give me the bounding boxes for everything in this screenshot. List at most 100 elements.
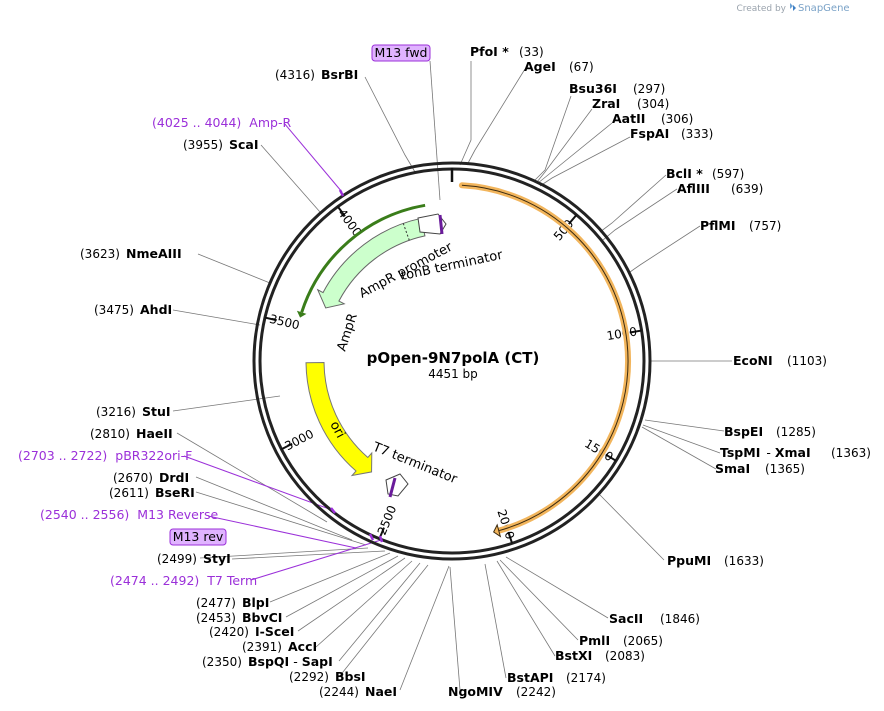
svg-text:(2499): (2499) bbox=[157, 552, 197, 566]
site-zrai[interactable]: ZraI (304) bbox=[592, 96, 669, 111]
site-nmeaiii[interactable]: (3623) NmeAIII bbox=[80, 246, 182, 261]
site-acci[interactable]: (2391) AccI bbox=[242, 639, 317, 654]
svg-text:ZraI: ZraI bbox=[592, 96, 620, 111]
svg-text:EcoNI: EcoNI bbox=[733, 353, 773, 368]
site-bstxi[interactable]: BstXI (2083) bbox=[555, 648, 645, 663]
site-smai[interactable]: SmaI (1365) bbox=[715, 461, 805, 476]
backbone-outer-ring bbox=[252, 161, 652, 561]
site-tspmi[interactable]: TspMI-XmaI (1363) bbox=[720, 445, 871, 460]
site-scai[interactable]: (3955) ScaI bbox=[183, 137, 259, 152]
tick-label: 3000 bbox=[282, 427, 316, 453]
ampr-feature-arrow bbox=[316, 217, 426, 309]
ampr-label: AmpR bbox=[335, 312, 361, 354]
site-bsu36i[interactable]: Bsu36I (297) bbox=[569, 81, 665, 96]
site-bcli[interactable]: BclI * (597) bbox=[666, 166, 744, 181]
site-bspei[interactable]: BspEI (1285) bbox=[724, 424, 816, 439]
svg-text:NmeAIII: NmeAIII bbox=[126, 246, 182, 261]
site-bstapi[interactable]: BstAPI (2174) bbox=[507, 670, 606, 685]
svg-text:(2350): (2350) bbox=[202, 655, 242, 669]
tick-label: 3500 bbox=[268, 312, 301, 333]
svg-text:(1285): (1285) bbox=[776, 425, 816, 439]
tonb-terminator-glyph bbox=[417, 213, 447, 235]
feature-pbr322ori-f[interactable]: (2703 .. 2722)pBR322ori-F bbox=[18, 448, 192, 463]
green-feature-arc bbox=[300, 203, 426, 313]
feature-ampr-primer[interactable]: (4025 .. 4044)Amp-R bbox=[152, 115, 291, 130]
svg-text:PpuMI: PpuMI bbox=[667, 553, 711, 568]
svg-text:(2453): (2453) bbox=[196, 611, 236, 625]
svg-text:(1103): (1103) bbox=[787, 354, 827, 368]
site-agei[interactable]: AgeI (67) bbox=[524, 59, 594, 74]
site-ahdi[interactable]: (3475) AhdI bbox=[94, 302, 172, 317]
svg-text:SacII: SacII bbox=[609, 611, 643, 626]
site-bbvci[interactable]: (2453) BbvCI bbox=[196, 610, 282, 625]
site-naei[interactable]: (2244) NaeI bbox=[319, 684, 397, 699]
site-pflmi[interactable]: PflMI (757) bbox=[700, 218, 781, 233]
svg-text:BseRI: BseRI bbox=[155, 485, 195, 500]
svg-text:AhdI: AhdI bbox=[140, 302, 172, 317]
svg-text:(297): (297) bbox=[633, 82, 665, 96]
plasmid-size: 4451 bp bbox=[428, 367, 478, 381]
svg-text:(1846): (1846) bbox=[660, 612, 700, 626]
svg-text:(67): (67) bbox=[569, 60, 594, 74]
svg-text:BstXI: BstXI bbox=[555, 648, 592, 663]
m13-fwd-box[interactable]: M13 fwd bbox=[371, 44, 431, 62]
ampr-promoter-divider bbox=[402, 223, 410, 241]
site-stui[interactable]: (3216) StuI bbox=[96, 404, 171, 419]
svg-text:BbsI: BbsI bbox=[335, 669, 366, 684]
credit-brand: SnapGene bbox=[798, 3, 850, 14]
green-feature-arrowhead bbox=[296, 310, 307, 318]
site-econi[interactable]: EcoNI (1103) bbox=[733, 353, 827, 368]
svg-text:HaeII: HaeII bbox=[136, 426, 173, 441]
tick-mark bbox=[281, 442, 293, 451]
svg-text:BbvCI: BbvCI bbox=[242, 610, 282, 625]
site-bbsi[interactable]: (2292) BbsI bbox=[289, 669, 366, 684]
site-styi[interactable]: (2499) StyI bbox=[157, 551, 231, 566]
tick-mark bbox=[264, 316, 277, 322]
svg-text:(1365): (1365) bbox=[765, 462, 805, 476]
svg-text:(757): (757) bbox=[749, 219, 781, 233]
site-pmli[interactable]: PmlI (2065) bbox=[579, 633, 663, 648]
site-sacii[interactable]: SacII (1846) bbox=[609, 611, 700, 626]
site-beseri[interactable]: (2611) BseRI bbox=[109, 485, 195, 500]
site-iscei[interactable]: (2420) I-SceI bbox=[209, 624, 294, 639]
site-aatii[interactable]: AatII (306) bbox=[612, 111, 693, 126]
m13-rev-box[interactable]: M13 rev bbox=[169, 528, 227, 546]
site-pfoi[interactable]: PfoI * (33) bbox=[470, 44, 544, 59]
site-blpi[interactable]: (2477) BlpI bbox=[196, 595, 269, 610]
svg-text:TspMI-XmaI: TspMI-XmaI bbox=[720, 445, 811, 460]
svg-text:(2174): (2174) bbox=[566, 671, 606, 685]
site-ppumi[interactable]: PpuMI (1633) bbox=[667, 553, 764, 568]
site-drdi[interactable]: (2670) DrdI bbox=[113, 470, 189, 485]
feature-t7-term[interactable]: (2474 .. 2492)T7 Term bbox=[110, 573, 257, 588]
svg-text:BlpI: BlpI bbox=[242, 595, 269, 610]
site-leader-lines bbox=[172, 60, 732, 691]
svg-text:(2420): (2420) bbox=[209, 625, 249, 639]
ori-label: ori bbox=[326, 419, 347, 441]
svg-text:BstAPI: BstAPI bbox=[507, 670, 553, 685]
site-ngomiv[interactable]: NgoMIV (2242) bbox=[448, 684, 556, 699]
tick-mark bbox=[337, 206, 346, 217]
site-afliii[interactable]: AflIII (639) bbox=[677, 181, 763, 196]
svg-text:AatII: AatII bbox=[612, 111, 645, 126]
site-fspai[interactable]: FspAI (333) bbox=[630, 126, 713, 141]
svg-text:(3623): (3623) bbox=[80, 247, 120, 261]
site-bspqi[interactable]: (2350) BspQI-SapI bbox=[202, 654, 333, 669]
site-bsrbi[interactable]: (4316) BsrBI bbox=[275, 67, 358, 82]
site-haeii[interactable]: (2810) HaeII bbox=[90, 426, 173, 441]
svg-text:NgoMIV: NgoMIV bbox=[448, 684, 503, 699]
primer-leader-lines bbox=[183, 122, 382, 581]
svg-text:(333): (333) bbox=[681, 127, 713, 141]
svg-text:(1363): (1363) bbox=[831, 446, 871, 460]
svg-text:(2810): (2810) bbox=[90, 427, 130, 441]
svg-text:BspEI: BspEI bbox=[724, 424, 763, 439]
tick-mark bbox=[567, 214, 578, 225]
svg-text:AccI: AccI bbox=[288, 639, 317, 654]
svg-text:SmaI: SmaI bbox=[715, 461, 750, 476]
svg-text:(639): (639) bbox=[731, 182, 763, 196]
svg-text:FspAI: FspAI bbox=[630, 126, 669, 141]
svg-text:I-SceI: I-SceI bbox=[255, 624, 294, 639]
credit-prefix: Created by bbox=[736, 4, 786, 14]
svg-text:(2477): (2477) bbox=[196, 596, 236, 610]
svg-text:BclI *: BclI * bbox=[666, 166, 703, 181]
feature-m13-reverse[interactable]: (2540 .. 2556)M13 Reverse bbox=[40, 507, 218, 522]
